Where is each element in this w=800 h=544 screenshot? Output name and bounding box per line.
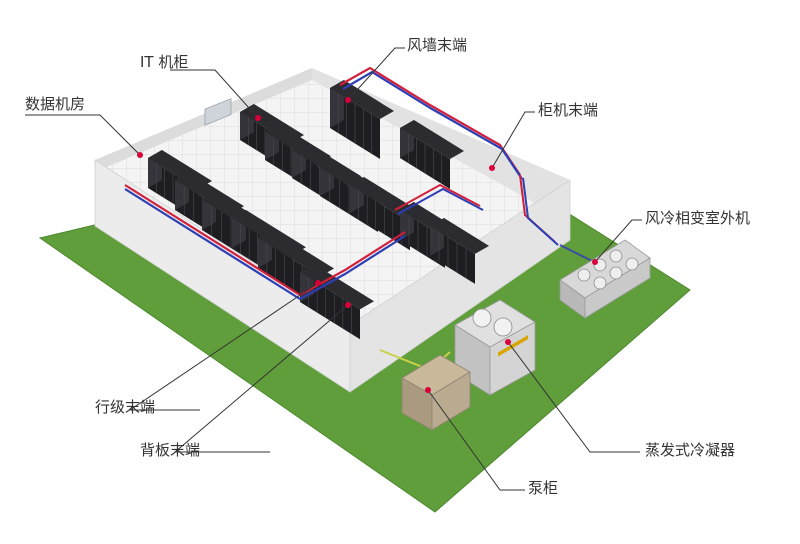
wind-wall-row-top: [330, 80, 394, 119]
rack-row-6-front: [300, 272, 360, 340]
pump-cabinet: [401, 354, 471, 431]
wall-monitor: [204, 98, 232, 126]
outdoor-unit: [559, 239, 651, 319]
label-row-terminal: 行级末端: [95, 398, 156, 416]
label-pump-cabinet: 泵柜: [528, 479, 559, 497]
label-wind-wall-terminal: 风墙末端: [407, 36, 468, 54]
label-backplane-terminal: 背板末端: [140, 441, 201, 459]
room-pipes: [124, 66, 559, 301]
room-back-wall-left: [95, 68, 312, 172]
leader-lines: [25, 47, 642, 491]
rack-rows: [148, 80, 489, 340]
label-outdoor-unit: 风冷相变室外机: [645, 209, 751, 227]
rack-row-12-top: [400, 120, 464, 159]
room-front-wall-right: [349, 179, 571, 393]
label-cabinet-terminal: 柜机末端: [538, 101, 599, 119]
rack-row-11-front: [350, 185, 410, 251]
rack-row-14-top: [430, 218, 489, 254]
anchor-dots: [137, 97, 598, 393]
label-data-room: 数据机房: [25, 95, 86, 113]
label-evaporative-condenser: 蒸发式冷凝器: [645, 441, 736, 459]
rack-row-6-top: [300, 264, 374, 310]
label-it-cabinet: IT 机柜: [140, 53, 189, 71]
